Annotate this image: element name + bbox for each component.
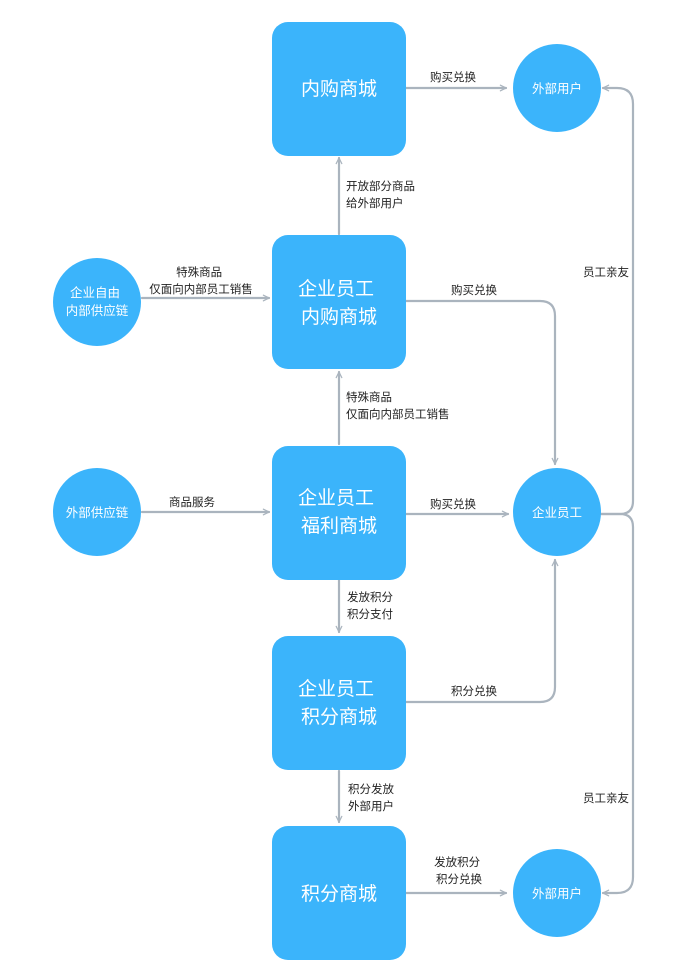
own-supply-chain-label-2: 内部供应链 [66,303,129,318]
label-relatives-top: 员工亲友 [583,265,629,279]
node-external-user-top: 外部用户 [513,44,601,132]
svg-text:外部用户: 外部用户 [532,886,582,901]
node-own-supply-chain: 企业自由 内部供应链 [53,258,141,346]
svg-text:积分兑换: 积分兑换 [451,684,497,698]
label-special-own-1: 特殊商品 [176,265,222,279]
svg-text:积分商城: 积分商城 [301,883,377,905]
external-user-top-label: 外部用户 [532,81,582,96]
label-points-issue-2: 外部用户 [348,799,394,813]
label-special-own-2: 仅面向内部员工销售 [149,282,253,296]
svg-text:特殊商品 仅面向内部员工销售: 特殊商品 仅面向内部员工销售 [149,265,253,296]
svg-text:企业员工 积分商城: 企业员工 积分商城 [298,678,380,728]
external-user-bottom-circle [513,849,601,937]
label-issue-points-1: 发放积分 [347,590,393,604]
node-employee-welfare-mall: 企业员工 福利商城 [272,446,406,580]
edges [140,84,635,897]
svg-text:购买兑换: 购买兑换 [430,497,476,511]
own-supply-chain-label-1: 企业自由 [70,285,120,300]
edge-employee-internal-to-employee [404,299,559,466]
internal-mall-title: 内购商城 [301,78,377,100]
svg-text:企业员工 福利商城: 企业员工 福利商城 [298,487,380,537]
node-points-mall: 积分商城 [272,826,406,960]
label-points-mall-external-2: 积分兑换 [436,872,482,886]
svg-text:企业员工 内购商城: 企业员工 内购商城 [298,278,380,328]
label-welfare-to-employee: 购买兑换 [430,497,476,511]
svg-text:商品服务: 商品服务 [169,495,215,509]
svg-text:特殊商品 仅面向内部员工销售: 特殊商品 仅面向内部员工销售 [346,390,450,421]
svg-text:积分发放 外部用户: 积分发放 外部用户 [348,782,398,813]
edge-labels: 购买兑换 开放部分商品 给外部用户 特殊商品 仅面向内部员工销售 购买兑换 特殊… [149,70,629,886]
employee-welfare-mall-title-2: 福利商城 [301,515,377,537]
employee-label: 企业员工 [532,505,582,520]
own-supply-chain-circle [53,258,141,346]
svg-text:内购商城: 内购商城 [301,78,377,100]
label-special-welfare-1: 特殊商品 [346,390,392,404]
svg-text:发放积分 积分兑换: 发放积分 积分兑换 [434,855,484,886]
svg-text:开放部分商品 给外部用户: 开放部分商品 给外部用户 [346,179,419,210]
employee-welfare-mall-title-1: 企业员工 [298,487,374,509]
employee-internal-mall-title-2: 内购商城 [301,306,377,328]
svg-text:发放积分 积分支付: 发放积分 积分支付 [347,590,397,621]
employee-circle [513,468,601,556]
node-employee-points-mall: 企业员工 积分商城 [272,636,406,770]
svg-text:购买兑换: 购买兑换 [430,70,476,84]
external-supply-chain-circle [53,468,141,556]
employee-welfare-mall-box [272,446,406,580]
svg-text:企业自由 内部供应链: 企业自由 内部供应链 [66,285,129,318]
node-employee: 企业员工 [513,468,601,556]
label-special-welfare-2: 仅面向内部员工销售 [346,407,450,421]
node-external-user-bottom: 外部用户 [513,849,601,937]
label-points-issue-1: 积分发放 [348,782,394,796]
label-points-exchange-employee: 积分兑换 [451,684,497,698]
external-user-top-circle [513,44,601,132]
label-open-goods-2: 给外部用户 [346,196,404,210]
edge-employee-to-external-user-bottom [599,512,635,897]
points-mall-box [272,826,406,960]
label-issue-points-2: 积分支付 [347,607,393,621]
employee-points-mall-title-2: 积分商城 [301,706,377,728]
node-external-supply-chain: 外部供应链 [53,468,141,556]
label-open-goods-1: 开放部分商品 [346,179,415,193]
label-internal-to-external-top: 购买兑换 [430,70,476,84]
label-points-mall-external-1: 发放积分 [434,855,480,869]
label-employee-internal-to-employee: 购买兑换 [451,283,497,297]
employee-points-mall-box [272,636,406,770]
edge-points-mall-to-employee [404,558,559,704]
external-supply-chain-label: 外部供应链 [66,505,129,520]
external-user-bottom-label: 外部用户 [532,886,582,901]
node-employee-internal-mall: 企业员工 内购商城 [272,235,406,369]
points-mall-title: 积分商城 [301,883,377,905]
svg-text:员工亲友: 员工亲友 [583,265,629,279]
svg-text:企业员工: 企业员工 [532,505,582,520]
node-internal-mall: 内购商城 [272,22,406,156]
svg-text:员工亲友: 员工亲友 [583,791,629,805]
edge-employee-to-external-user-top [599,84,635,516]
svg-text:外部用户: 外部用户 [532,81,582,96]
employee-points-mall-title-1: 企业员工 [298,678,374,700]
label-goods-service: 商品服务 [169,495,215,509]
svg-text:外部供应链: 外部供应链 [66,505,129,520]
employee-internal-mall-title-1: 企业员工 [298,278,374,300]
label-relatives-bottom: 员工亲友 [583,791,629,805]
svg-text:购买兑换: 购买兑换 [451,283,497,297]
internal-mall-box [272,22,406,156]
employee-internal-mall-box [272,235,406,369]
